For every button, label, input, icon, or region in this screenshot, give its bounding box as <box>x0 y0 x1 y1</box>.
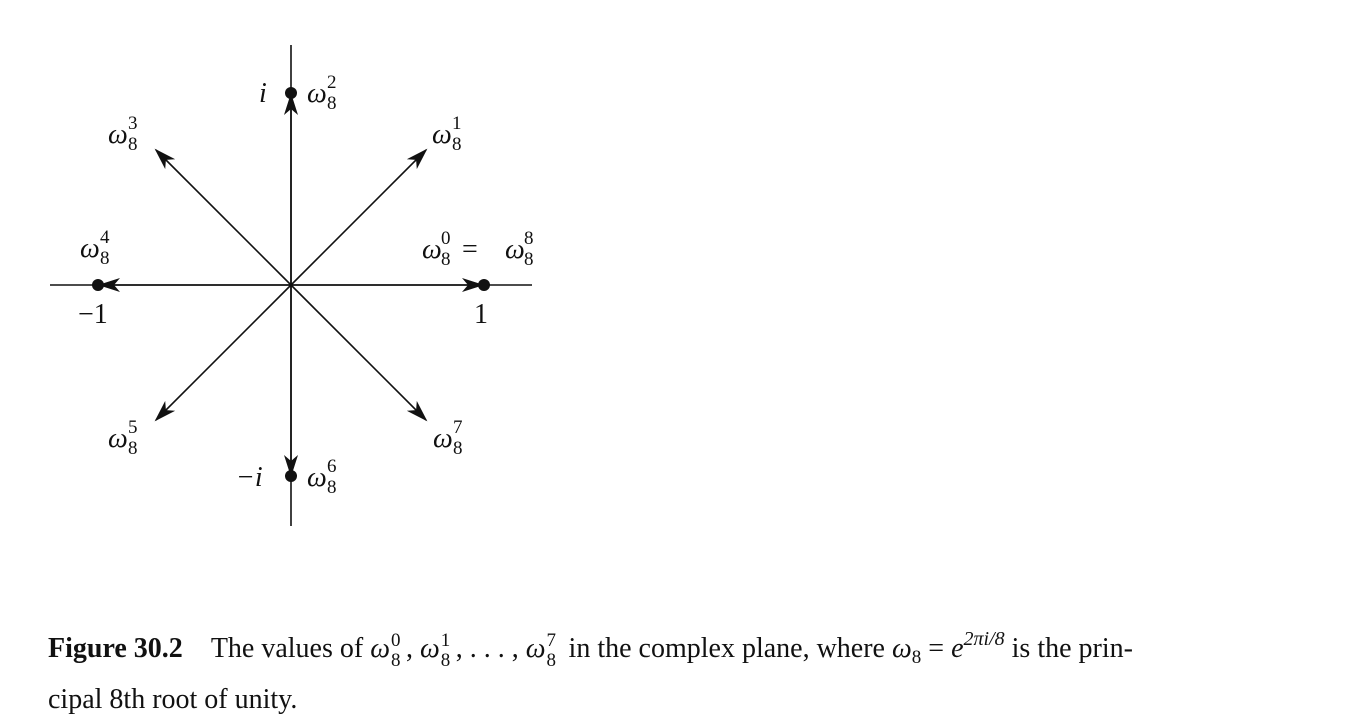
svg-text:8: 8 <box>327 477 337 498</box>
svg-text:6: 6 <box>327 456 337 477</box>
svg-text:ω: ω <box>108 119 128 150</box>
label-omega7: ω 7 8 <box>433 417 463 459</box>
svg-text:ω: ω <box>433 423 453 454</box>
point-omega4 <box>92 279 104 291</box>
caption-text-2: in the complex plane, where <box>561 633 892 664</box>
caption-text-3: is the prin- <box>1004 633 1133 664</box>
caption-text-1: The values of <box>210 633 371 664</box>
svg-text:7: 7 <box>453 417 463 438</box>
svg-text:0: 0 <box>441 228 451 249</box>
svg-text:ω: ω <box>432 119 452 150</box>
arrow-omega1 <box>290 148 428 286</box>
label-omega3: ω 3 8 <box>108 113 138 155</box>
svg-text:ω: ω <box>505 234 525 265</box>
label-omega0: ω 0 8 = ω 8 8 <box>422 228 534 270</box>
svg-text:8: 8 <box>453 438 463 459</box>
svg-text:1: 1 <box>452 113 462 134</box>
svg-text:ω: ω <box>422 234 442 265</box>
svg-text:8: 8 <box>452 134 462 155</box>
point-omega6 <box>285 470 297 482</box>
caption-line-2: cipal 8th root of unity. <box>48 684 298 715</box>
svg-text:5: 5 <box>128 417 138 438</box>
label-omega4: ω 4 8 <box>80 227 110 269</box>
label-omega2: ω 2 8 <box>307 72 337 114</box>
roots-of-unity-diagram: 1 −1 i −i ω 0 8 = ω 8 8 ω 1 8 ω 2 8 ω 3 … <box>50 45 534 526</box>
svg-text:3: 3 <box>128 113 138 134</box>
svg-text:8: 8 <box>524 228 534 249</box>
label-omega5: ω 5 8 <box>108 417 138 459</box>
arrow-omega3 <box>154 148 292 286</box>
point-omega2 <box>285 87 297 99</box>
value-1: 1 <box>474 299 488 330</box>
caption-label: Figure 30.2 <box>48 633 183 664</box>
svg-text:8: 8 <box>524 249 534 270</box>
svg-text:8: 8 <box>327 93 337 114</box>
svg-text:4: 4 <box>100 227 110 248</box>
value-neg1: −1 <box>78 299 108 330</box>
svg-text:8: 8 <box>128 134 138 155</box>
svg-text:8: 8 <box>128 438 138 459</box>
label-omega6: ω 6 8 <box>307 456 337 498</box>
svg-text:ω: ω <box>108 423 128 454</box>
point-omega0 <box>478 279 490 291</box>
svg-text:8: 8 <box>100 248 110 269</box>
svg-text:=: = <box>462 234 478 265</box>
svg-text:ω: ω <box>80 233 100 264</box>
arrow-omega5 <box>154 284 292 422</box>
svg-text:ω: ω <box>307 462 327 493</box>
value-i: i <box>259 78 267 109</box>
svg-text:ω: ω <box>307 78 327 109</box>
value-negi: −i <box>236 462 263 493</box>
arrow-omega7 <box>290 284 428 422</box>
svg-text:2: 2 <box>327 72 337 93</box>
svg-text:8: 8 <box>441 249 451 270</box>
label-omega1: ω 1 8 <box>432 113 462 155</box>
